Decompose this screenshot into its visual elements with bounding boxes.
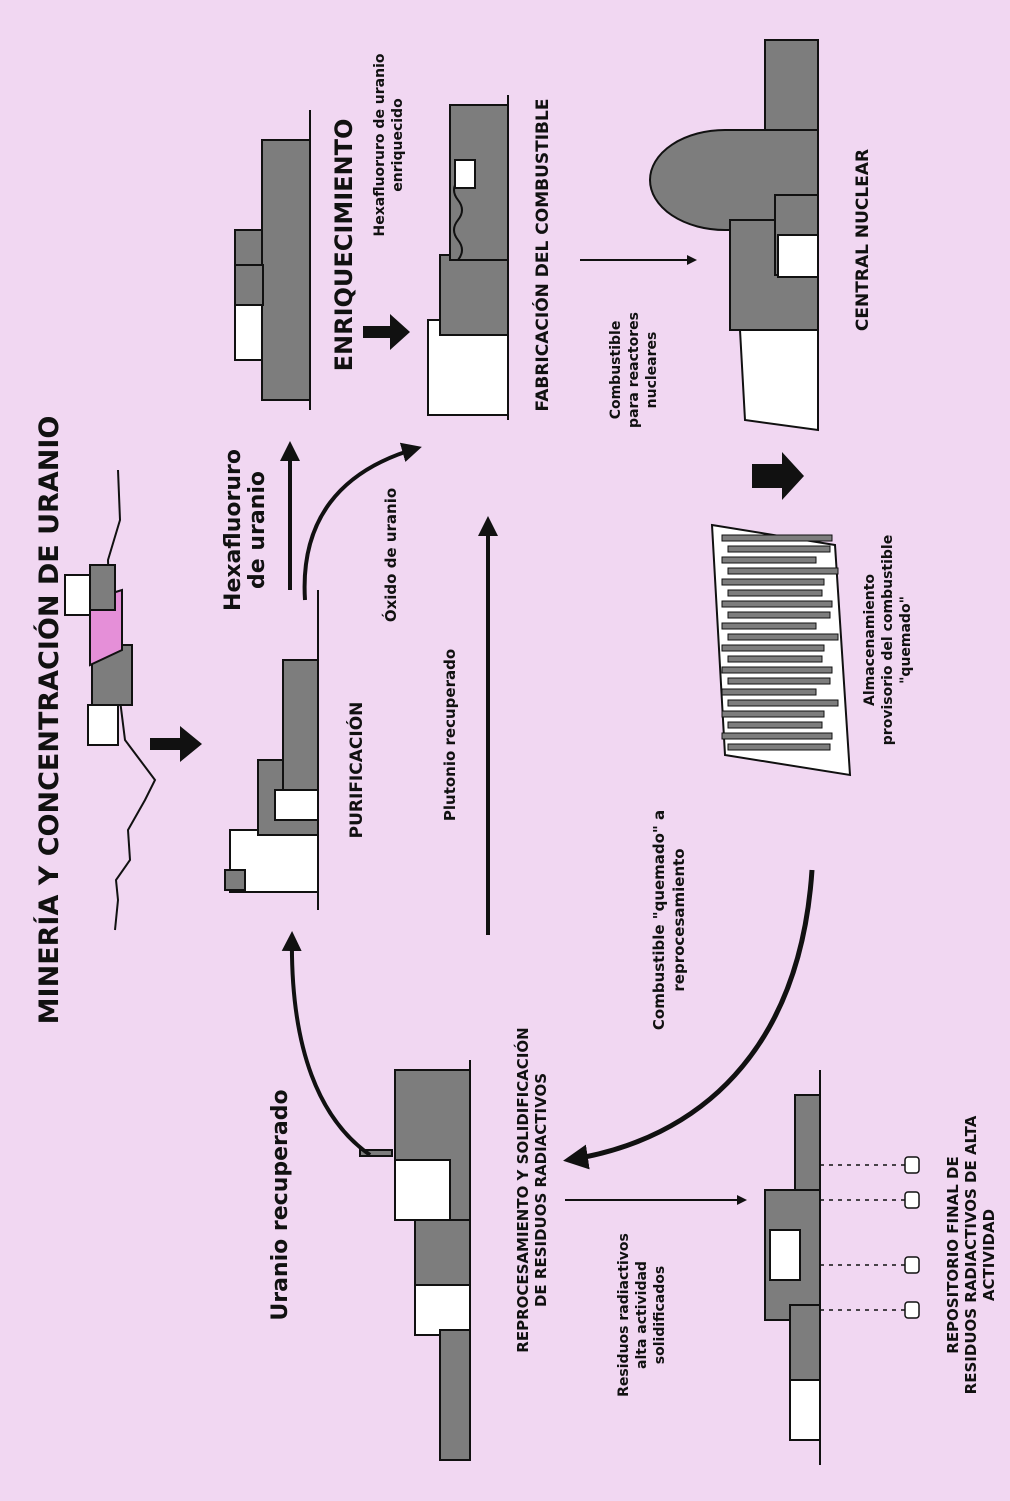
mine-illustration [64, 469, 157, 931]
fabrication-label: FABRICACIÓN DEL COMBUSTIBLE [531, 99, 553, 412]
fuel-rod [721, 732, 833, 740]
hexafluoride-label-line-1: Hexafluoruro [221, 449, 246, 611]
hexafluoride-label: Hexafluoruro de uranio [221, 449, 270, 611]
repository-label-line-1: REPOSITORIO FINAL DE [944, 1156, 962, 1353]
storage-label-line-2: provisorio del combustible [880, 535, 896, 745]
reactor-fuel-line-1: Combustible [608, 321, 624, 420]
uranium-oxide-label: Óxido de uranio [381, 488, 400, 622]
enrichment-to-fabrication-arrow [363, 314, 410, 350]
hexafluoride-label-line-2: de uranio [245, 471, 270, 589]
fuel-rod [727, 743, 831, 751]
nuclear-plant-label: CENTRAL NUCLEAR [853, 149, 873, 331]
fuel-rod [727, 699, 839, 707]
purification-label: PURIFICACIÓN [345, 702, 367, 839]
reactor-fuel-line-3: nucleares [644, 332, 660, 409]
purification-building [224, 590, 319, 910]
storage-label-line-1: Almacenamiento [862, 574, 878, 706]
fuel-fabrication-building [427, 95, 509, 420]
recovered-plutonium-label: Plutonio recuperado [441, 649, 459, 821]
reprocessing-label: REPROCESAMIENTO Y SOLIDIFICACIÓN DE RESI… [513, 1027, 550, 1352]
reactor-fuel-line-2: para reactores [626, 312, 642, 428]
uranium-recovered-arrow [281, 931, 372, 1157]
enriched-hexafluoride-line-1: Hexafluoruro de uranio [372, 53, 388, 236]
enriched-hexafluoride-line-2: enriquecido [390, 98, 406, 192]
fuel-rod [721, 600, 833, 608]
oxide-arrow [302, 442, 422, 601]
repository-label: REPOSITORIO FINAL DE RESIDUOS RADIACTIVO… [944, 1115, 998, 1394]
fuel-rod [727, 589, 823, 597]
fuel-rod [727, 655, 823, 663]
recovered-uranium-label: Uranio recuperado [268, 1089, 293, 1320]
enrichment-label: ENRIQUECIMIENTO [330, 119, 358, 372]
fuel-rod [727, 545, 831, 553]
fuel-rod [721, 688, 817, 696]
fuel-rod [721, 556, 817, 564]
flow-arrows [280, 255, 815, 1205]
final-repository [764, 1070, 920, 1465]
reprocessing-label-line-1: REPROCESAMIENTO Y SOLIDIFICACIÓN [513, 1027, 532, 1352]
reactor-fuel-label: Combustible para reactores nucleares [608, 312, 660, 428]
title-label: MINERÍA Y CONCENTRACIÓN DE URANIO [33, 416, 65, 1025]
burned-fuel-arrow [563, 869, 815, 1170]
fuel-rod [727, 633, 839, 641]
mine-to-purification-arrow [150, 726, 202, 762]
fuel-rod [721, 644, 825, 652]
fuel-rod [727, 611, 831, 619]
fuel-rod [721, 578, 825, 586]
fuel-rod [727, 677, 831, 685]
burned-fuel-line-1: Combustible "quemado" a [650, 810, 668, 1030]
reprocessing-label-line-2: DE RESIDUOS RADIACTIVOS [532, 1073, 550, 1307]
repository-label-line-2: RESIDUOS RADIACTIVOS DE ALTA [962, 1115, 980, 1394]
block-arrows [150, 314, 804, 762]
storage-label: Almacenamiento provisorio del combustibl… [862, 535, 914, 745]
repository-label-line-3: ACTIVIDAD [980, 1209, 998, 1301]
enrichment-building [234, 110, 311, 410]
enriched-hexafluoride-label: Hexafluoruro de uranio enriquecido [372, 53, 406, 236]
fuel-rod [721, 622, 817, 630]
fuel-rod [727, 567, 839, 575]
solidified-waste-line-2: alta actividad [634, 1261, 650, 1369]
solidified-waste-line-1: Residuos radiactivos [616, 1233, 632, 1397]
burned-fuel-line-2: reprocesamiento [670, 848, 688, 991]
fuel-rod [721, 710, 825, 718]
plant-to-storage-arrow [752, 452, 804, 500]
solidified-waste-label: Residuos radiactivos alta actividad soli… [616, 1233, 668, 1397]
storage-pool [710, 523, 852, 777]
nuclear-plant-building [649, 39, 819, 432]
fuel-rod [721, 666, 833, 674]
burned-fuel-label: Combustible "quemado" a reprocesamiento [650, 810, 688, 1030]
storage-label-line-3: "quemado" [898, 596, 914, 684]
solidified-waste-line-3: solidificados [652, 1266, 668, 1364]
fuel-rod [727, 721, 823, 729]
reprocessing-building [359, 1060, 471, 1461]
fuel-rod [721, 534, 833, 542]
